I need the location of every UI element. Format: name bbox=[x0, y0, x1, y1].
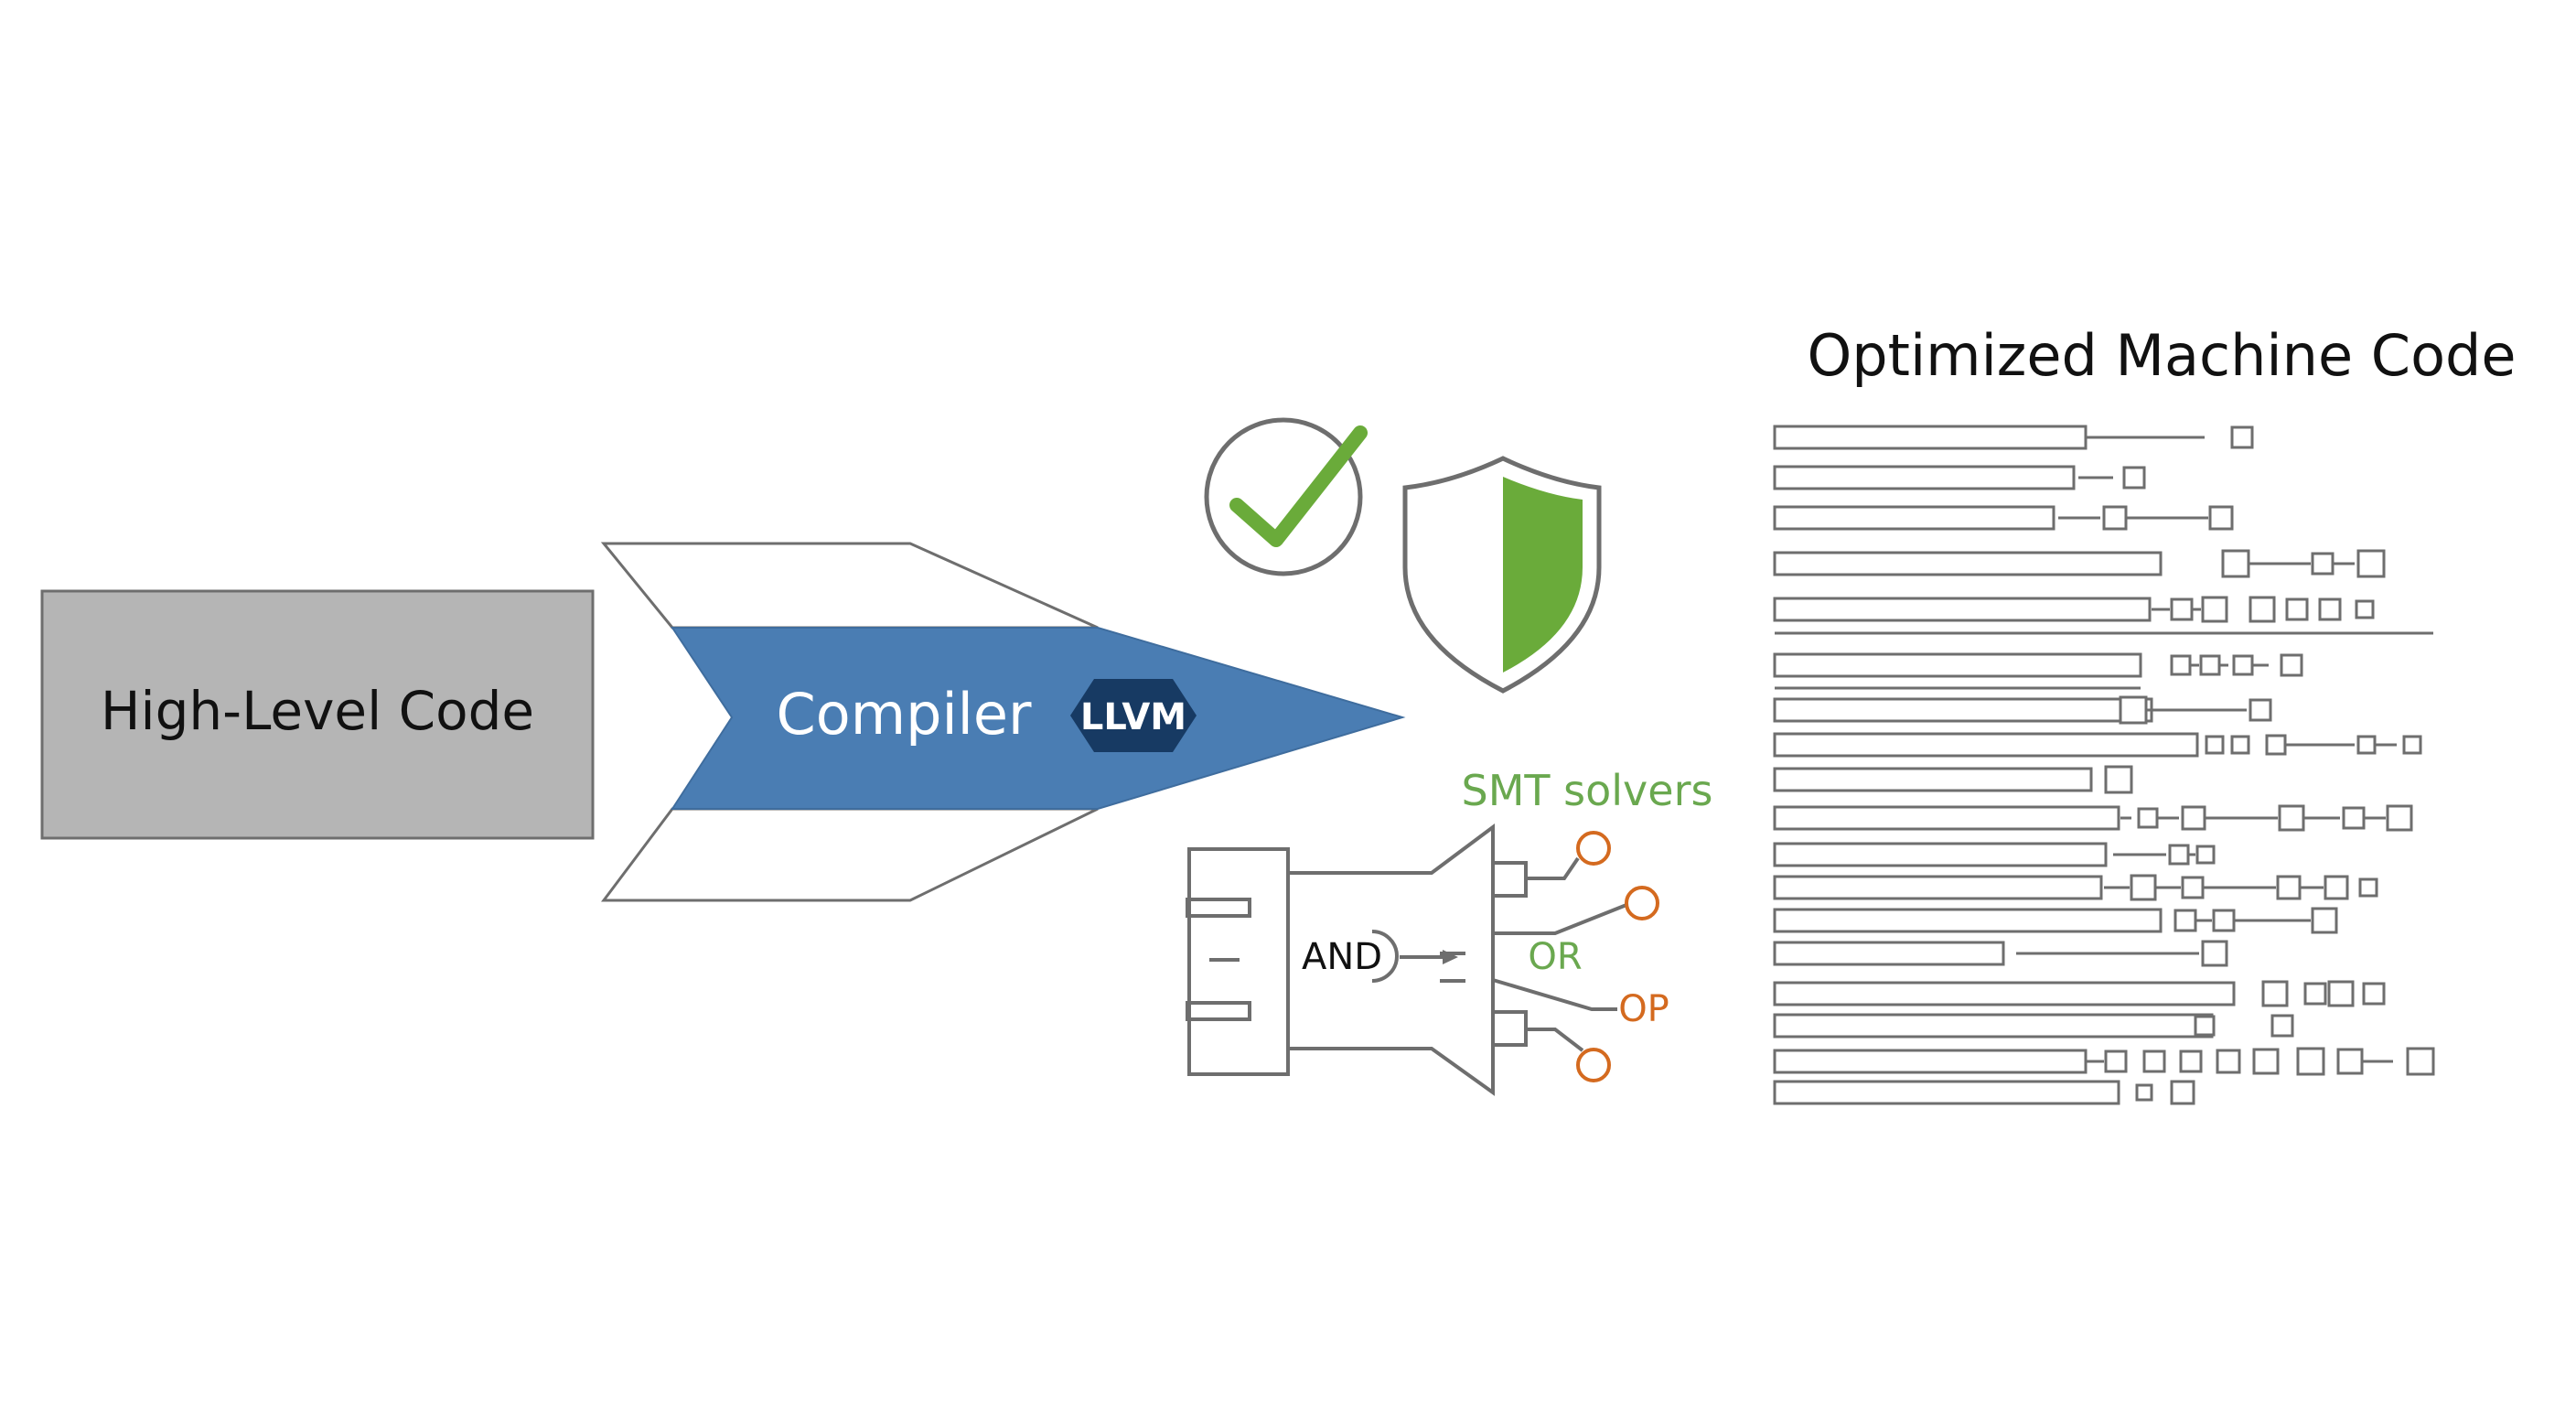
code-glyph-square bbox=[2170, 597, 2194, 621]
code-glyph-square bbox=[2168, 844, 2190, 866]
check-circle-icon bbox=[1204, 417, 1368, 576]
and-gate-label: AND bbox=[1302, 936, 1382, 978]
llvm-badge: LLVM bbox=[1070, 679, 1197, 752]
compiler-arrow-body bbox=[671, 627, 1406, 810]
code-glyph-square bbox=[2249, 698, 2272, 722]
code-glyph-square bbox=[2142, 1049, 2166, 1073]
code-glyph-square bbox=[2278, 804, 2305, 832]
smt-solver-diagram: SMT solvers AND OR OP bbox=[1186, 766, 1713, 1096]
llvm-badge-label: LLVM bbox=[1080, 696, 1186, 738]
compiler-label: Compiler bbox=[776, 681, 1032, 748]
code-glyph-square bbox=[2336, 1048, 2364, 1075]
code-glyph-square bbox=[2356, 549, 2386, 578]
code-glyph-square bbox=[2201, 596, 2228, 623]
code-glyph-square bbox=[2303, 982, 2327, 1006]
code-line-bar bbox=[1773, 767, 2093, 792]
smt-plug-body bbox=[1186, 823, 1627, 1096]
code-line-bar bbox=[1773, 652, 2142, 678]
code-glyph-square bbox=[2356, 735, 2377, 755]
code-glyph-square bbox=[2324, 875, 2349, 900]
code-glyph-square bbox=[2135, 1083, 2153, 1102]
code-glyph-square bbox=[2130, 874, 2157, 901]
code-glyph-square bbox=[2208, 505, 2234, 531]
code-glyph-square bbox=[2137, 807, 2159, 829]
machine-code-panel: Optimized Machine Code bbox=[1773, 322, 2517, 1105]
code-line-bar bbox=[1773, 941, 2005, 966]
code-glyph-square bbox=[2174, 909, 2197, 932]
high-level-code-label: High-Level Code bbox=[101, 680, 534, 742]
code-glyph-square bbox=[2402, 735, 2422, 755]
code-line-bar bbox=[1773, 425, 2088, 450]
code-line-bar bbox=[1773, 908, 2163, 933]
code-glyph-square bbox=[2270, 1014, 2294, 1038]
code-line-bar bbox=[1773, 1080, 2120, 1105]
code-glyph-square bbox=[2216, 1049, 2241, 1074]
code-glyph-square bbox=[2355, 599, 2375, 619]
code-line-bar bbox=[1773, 875, 2103, 900]
code-glyph-square bbox=[2230, 425, 2254, 449]
code-glyph-square bbox=[2199, 654, 2221, 676]
or-output-label: OR bbox=[1528, 936, 1582, 978]
code-glyph-square bbox=[2280, 653, 2303, 677]
code-glyph-square bbox=[2212, 909, 2236, 932]
smt-solvers-title: SMT solvers bbox=[1462, 766, 1713, 815]
code-glyph-square bbox=[2221, 549, 2250, 578]
code-line-bar bbox=[1773, 1013, 2214, 1039]
code-glyph-square bbox=[2232, 654, 2254, 676]
code-glyph-square bbox=[2181, 805, 2206, 831]
code-glyph-square bbox=[2296, 1047, 2325, 1076]
code-glyph-square bbox=[2205, 735, 2225, 755]
smt-output-terminals bbox=[1576, 831, 1659, 1082]
code-glyph-square bbox=[2194, 1015, 2216, 1037]
code-line-bar bbox=[1773, 551, 2163, 576]
code-glyph-square bbox=[2102, 505, 2128, 531]
code-glyph-square bbox=[2342, 806, 2366, 830]
compiler-arrow: Compiler LLVM bbox=[600, 542, 1406, 902]
machine-code-lines bbox=[1773, 425, 2435, 1105]
code-glyph-square bbox=[2362, 982, 2386, 1006]
code-glyph-square bbox=[2230, 735, 2250, 755]
code-line-bar bbox=[1773, 805, 2120, 831]
code-line-bar bbox=[1773, 1049, 2088, 1074]
code-line-bar bbox=[1773, 465, 2076, 490]
compiler-arrow-upper-fin bbox=[600, 542, 1099, 630]
code-glyph-square bbox=[2170, 654, 2192, 676]
compiler-arrow-lower-fin bbox=[601, 807, 1099, 902]
code-glyph-square bbox=[2252, 1048, 2280, 1075]
code-glyph-square bbox=[2104, 765, 2133, 794]
code-line-bar bbox=[1773, 732, 2199, 758]
code-glyph-square bbox=[2285, 597, 2309, 621]
code-line-bar bbox=[1773, 981, 2236, 1006]
code-glyph-square bbox=[2179, 1049, 2203, 1073]
code-glyph-square bbox=[2327, 980, 2355, 1007]
code-glyph-square bbox=[2318, 597, 2342, 621]
code-glyph-square bbox=[2311, 552, 2334, 576]
code-glyph-square bbox=[2358, 877, 2378, 898]
code-glyph-square bbox=[2311, 907, 2338, 934]
code-glyph-square bbox=[2195, 845, 2216, 865]
shield-icon bbox=[1402, 456, 1602, 694]
code-glyph-square bbox=[2265, 734, 2287, 756]
code-glyph-square bbox=[2122, 466, 2146, 490]
code-line-bar bbox=[1773, 597, 2152, 622]
code-line-bar bbox=[1773, 697, 2153, 723]
op-output-label: OP bbox=[1618, 988, 1669, 1030]
code-glyph-square bbox=[2170, 1080, 2195, 1105]
high-level-code-box: High-Level Code bbox=[40, 589, 595, 840]
code-glyph-square bbox=[2276, 875, 2302, 900]
code-glyph-square bbox=[2249, 596, 2276, 623]
code-glyph-square bbox=[2406, 1047, 2435, 1076]
code-glyph-square bbox=[2104, 1049, 2128, 1073]
machine-code-title: Optimized Machine Code bbox=[1807, 322, 2516, 389]
code-glyph-square bbox=[2261, 980, 2289, 1007]
code-glyph-square bbox=[2201, 940, 2228, 967]
code-line-bar bbox=[1773, 842, 2108, 867]
code-glyph-square bbox=[2386, 804, 2413, 832]
code-line-bar bbox=[1773, 505, 2055, 531]
code-glyph-square bbox=[2119, 695, 2148, 725]
code-glyph-square bbox=[2181, 876, 2205, 899]
